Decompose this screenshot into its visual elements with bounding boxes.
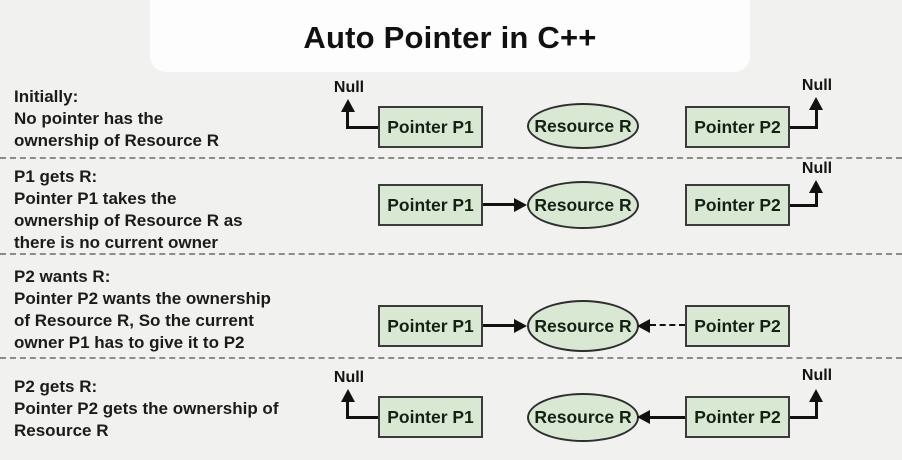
row2-line3: ownership of Resource R as (14, 211, 243, 230)
resource-node: Resource R (527, 103, 639, 149)
pointer-p2-node: Pointer P2 (685, 106, 790, 148)
pointer-p1-node: Pointer P1 (378, 396, 483, 438)
pointer-p2-node: Pointer P2 (685, 305, 790, 347)
row2-line2: Pointer P1 takes the (14, 189, 177, 208)
pointer-p2-node: Pointer P2 (685, 184, 790, 226)
pointer-p1-node: Pointer P1 (378, 106, 483, 148)
row4-line1: P2 gets R: (14, 377, 98, 396)
row1-line1: Initially: (14, 87, 79, 106)
null-label: Null (333, 79, 365, 96)
arrowhead-up-icon (809, 97, 823, 110)
null-label: Null (801, 367, 833, 384)
connector-line (346, 126, 378, 129)
null-label: Null (801, 160, 833, 177)
row1-description: Initially: No pointer has the ownership … (14, 86, 219, 152)
row3-line4: owner P1 has to give it to P2 (14, 333, 245, 352)
row1-line2: No pointer has the (14, 109, 164, 128)
arrowhead-left-icon (637, 410, 650, 424)
connector-line (815, 108, 818, 129)
row4-description: P2 gets R: Pointer P2 gets the ownership… (14, 376, 278, 442)
connector-line (790, 416, 818, 419)
connector-line (346, 110, 349, 129)
arrowhead-up-icon (341, 389, 355, 402)
row4-line3: Resource R (14, 421, 109, 440)
resource-node: Resource R (527, 393, 639, 442)
row3-description: P2 wants R: Pointer P2 wants the ownersh… (14, 266, 271, 354)
pointer-p2-node: Pointer P2 (685, 396, 790, 438)
row-separator (0, 357, 902, 359)
connector-line (483, 203, 517, 206)
row3-line2: Pointer P2 wants the ownership (14, 289, 271, 308)
title-card: Auto Pointer in C++ (150, 0, 750, 72)
pointer-p1-node: Pointer P1 (378, 184, 483, 226)
row3-line1: P2 wants R: (14, 267, 111, 286)
arrowhead-left-icon (637, 319, 650, 333)
row1-line3: ownership of Resource R (14, 131, 219, 150)
connector-line (815, 190, 818, 207)
connector-line (346, 400, 349, 419)
arrowhead-up-icon (809, 389, 823, 402)
row2-line4: there is no current owner (14, 233, 219, 252)
null-label: Null (333, 369, 365, 386)
arrowhead-right-icon (514, 319, 527, 333)
arrowhead-up-icon (341, 99, 355, 112)
resource-node: Resource R (527, 181, 639, 229)
connector-line (790, 126, 818, 129)
row4-line2: Pointer P2 gets the ownership of (14, 399, 279, 418)
arrowhead-right-icon (514, 198, 527, 212)
connector-line (483, 324, 517, 327)
row-separator (0, 157, 902, 159)
row2-description: P1 gets R: Pointer P1 takes the ownershi… (14, 166, 243, 254)
connector-line (346, 416, 378, 419)
resource-node: Resource R (527, 300, 639, 352)
connector-line (790, 204, 818, 207)
row-separator (0, 253, 902, 255)
row3-line3: of Resource R, So the current (14, 311, 254, 330)
pointer-p1-node: Pointer P1 (378, 305, 483, 347)
dashed-connector-line (650, 324, 685, 326)
row2-line1: P1 gets R: (14, 167, 98, 186)
connector-line (815, 400, 818, 419)
connector-line (650, 416, 685, 419)
arrowhead-up-icon (809, 180, 823, 193)
page-title: Auto Pointer in C++ (303, 20, 597, 55)
null-label: Null (801, 77, 833, 94)
